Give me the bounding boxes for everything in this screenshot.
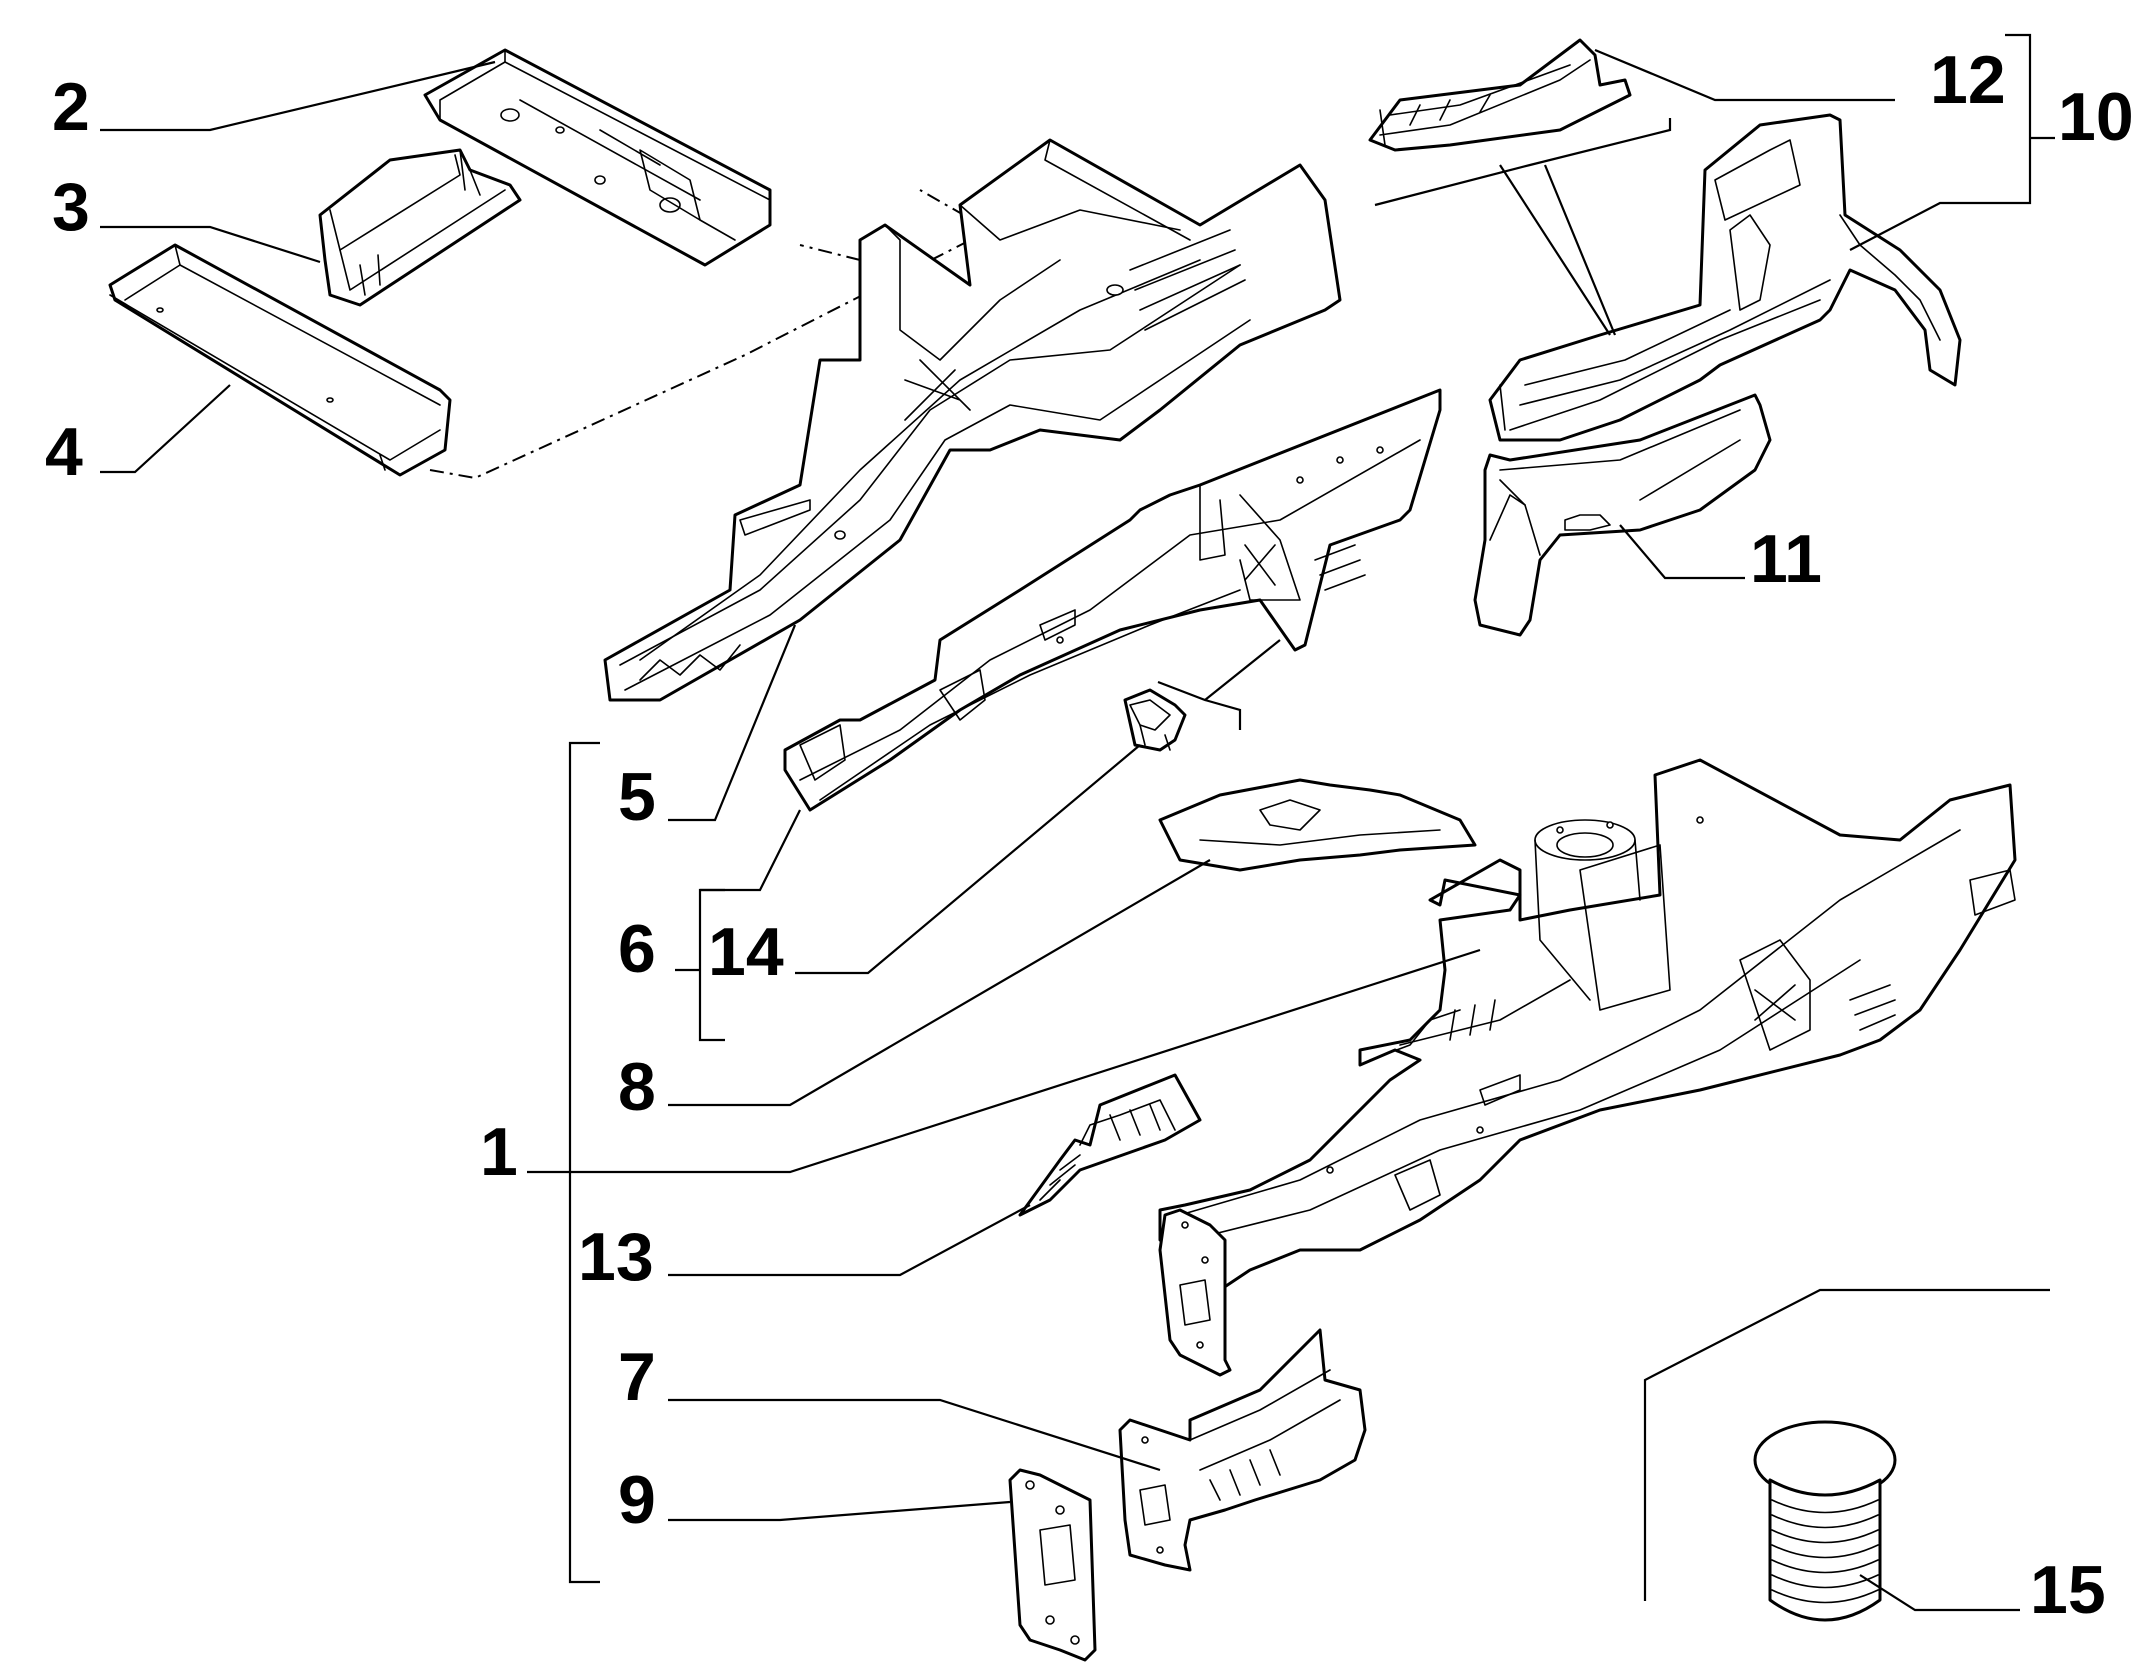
part-12-upper-rail xyxy=(1368,38,1632,152)
callout-12: 12 xyxy=(1930,42,2006,118)
callout-10: 10 xyxy=(2058,79,2134,155)
part-8-floor-plate xyxy=(1158,778,1477,872)
callout-3: 3 xyxy=(52,169,90,245)
part-15-rubber-plug xyxy=(1753,1420,1897,1622)
part-10-rear-wheelhouse xyxy=(1488,113,1962,442)
callout-2: 2 xyxy=(52,69,90,145)
part-1-front-plate xyxy=(1158,1208,1232,1377)
callout-9: 9 xyxy=(618,1462,656,1538)
part-6-left-rail-lower xyxy=(783,388,1442,812)
part-2-floor-crossmember xyxy=(423,48,772,267)
part-7-front-extension xyxy=(1118,1328,1367,1572)
part-4-floor-channel xyxy=(108,243,452,477)
part-13-mount-bracket xyxy=(1018,1073,1202,1217)
part-14-reinforcement xyxy=(1123,688,1187,752)
leader-lines xyxy=(100,33,2055,1612)
callout-13: 13 xyxy=(578,1219,654,1295)
callout-8: 8 xyxy=(618,1049,656,1125)
part-5-left-side-member xyxy=(603,138,1342,702)
part-11-wheel-arch xyxy=(1473,393,1772,637)
callout-1: 1 xyxy=(480,1114,518,1190)
callout-14: 14 xyxy=(708,914,784,990)
callout-5: 5 xyxy=(618,759,656,835)
part-9-front-plate xyxy=(1008,1468,1097,1662)
callout-11: 11 xyxy=(1750,521,1822,597)
part-1-right-side-member xyxy=(1158,758,2017,1292)
callout-7: 7 xyxy=(618,1339,656,1415)
callout-6: 6 xyxy=(618,911,656,987)
callout-15: 15 xyxy=(2030,1552,2106,1628)
callout-4: 4 xyxy=(45,414,83,490)
part-3-seat-bracket xyxy=(318,148,522,307)
callout-labels: 2 3 4 5 6 14 8 1 13 7 9 12 10 11 15 xyxy=(45,42,2134,1628)
